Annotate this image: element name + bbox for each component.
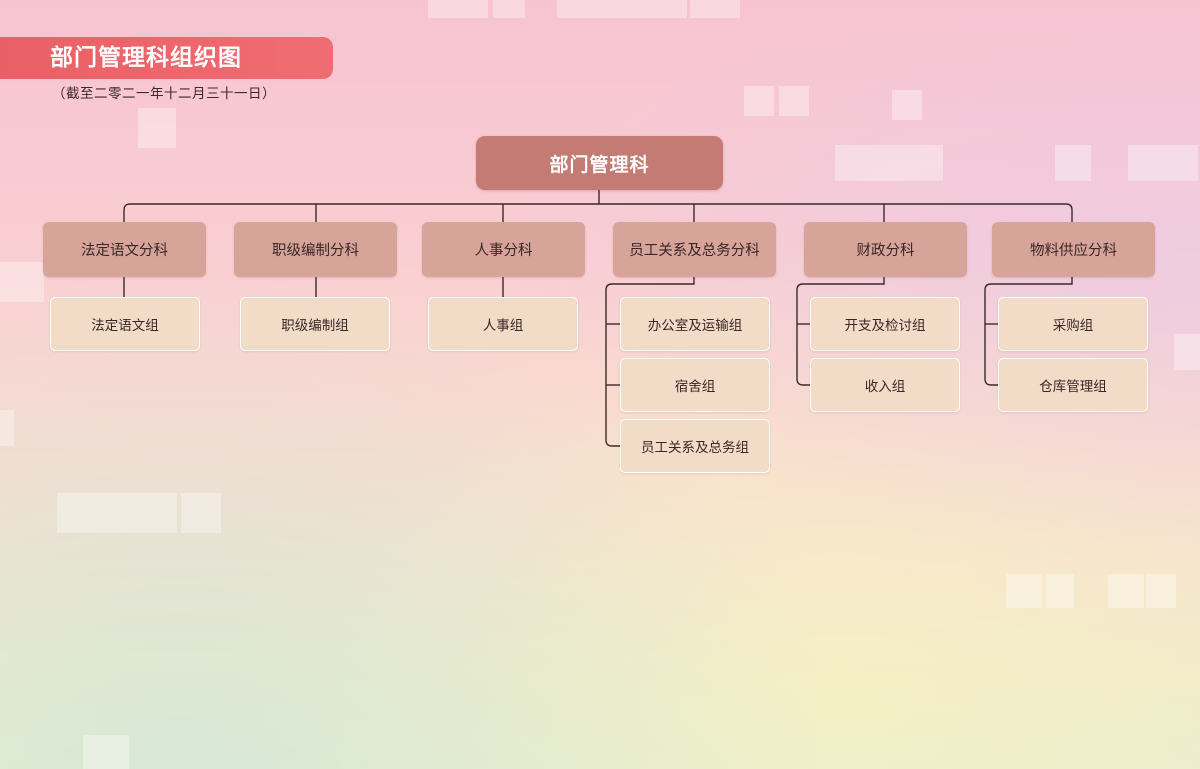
- group-procurement: 采购组: [998, 297, 1148, 351]
- division-grading-establishment: 职级编制分科: [234, 222, 397, 277]
- group-connector: [796, 277, 885, 386]
- group-expenditure-review: 开支及检讨组: [810, 297, 960, 351]
- group-staff-relations-general: 员工关系及总务组: [620, 419, 770, 473]
- group-office-transport: 办公室及运输组: [620, 297, 770, 351]
- group-quarters: 宿舍组: [620, 358, 770, 412]
- division-finance: 财政分科: [804, 222, 967, 277]
- page-title: 部门管理科组织图: [0, 37, 333, 79]
- division-supplies: 物料供应分科: [992, 222, 1155, 277]
- group-grading-establishment: 职级编制组: [240, 297, 390, 351]
- group-warehouse: 仓库管理组: [998, 358, 1148, 412]
- page-subtitle: （截至二零二一年十二月三十一日）: [52, 86, 276, 102]
- division-staff-relations-general: 员工关系及总务分科: [613, 222, 776, 277]
- division-legal-language: 法定语文分科: [43, 222, 206, 277]
- group-connector: [605, 277, 695, 447]
- group-revenue: 收入组: [810, 358, 960, 412]
- division-bus: [123, 203, 1073, 222]
- group-legal-language: 法定语文组: [50, 297, 200, 351]
- division-personnel: 人事分科: [422, 222, 585, 277]
- root-department: 部门管理科: [476, 136, 723, 190]
- group-personnel: 人事组: [428, 297, 578, 351]
- group-connector: [984, 277, 1073, 386]
